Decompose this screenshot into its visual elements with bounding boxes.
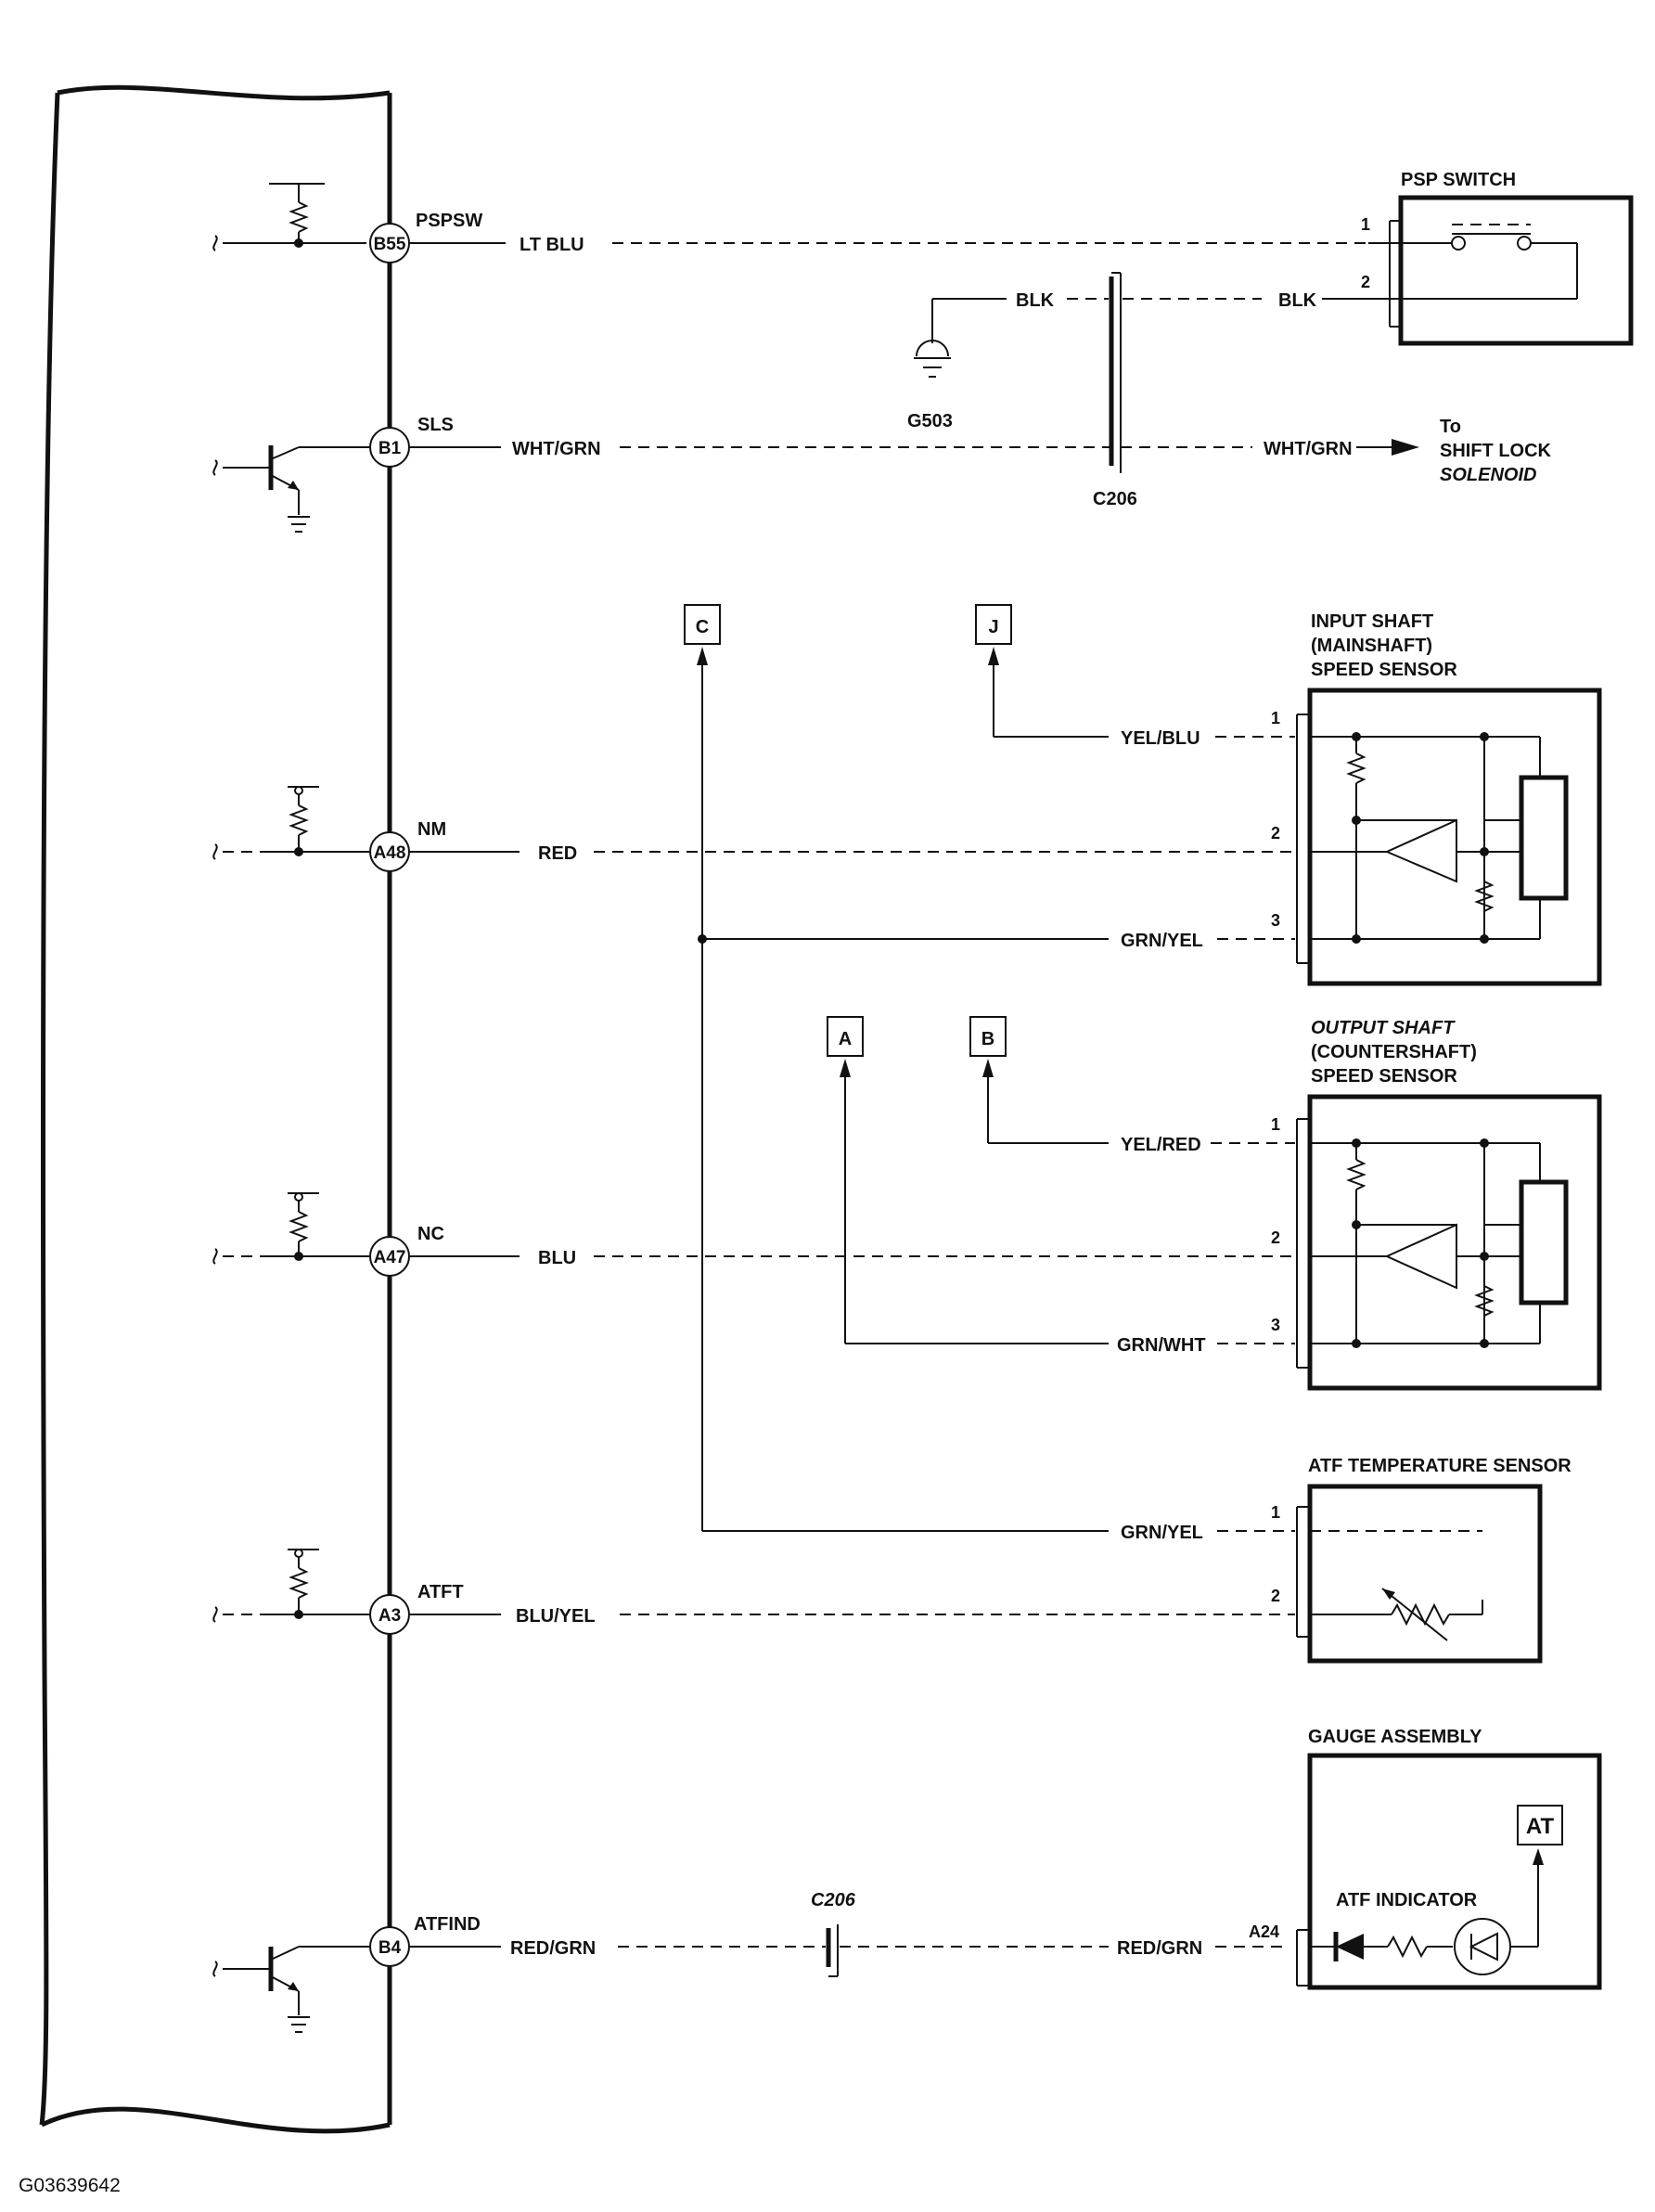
ecm-input-a47: A47 NC [212,1192,444,1277]
wire-red-grn-right: RED/GRN [1117,1938,1202,1959]
figure-id: G03639642 [19,2175,121,2196]
wire-yel-red: YEL/RED [1121,1135,1201,1155]
wire-yel-blu: YEL/BLU [1121,728,1200,749]
terminal-a47-id: A47 [374,1248,406,1267]
ecm-input-b55: B55 PSPSW [212,183,482,264]
gauge-assembly-title: GAUGE ASSEMBLY [1308,1727,1482,1747]
diode-icon [1336,1934,1364,1960]
wire-grn-yel-atf: GRN/YEL [1121,1523,1203,1543]
ecm-module-outline [39,84,392,2134]
terminal-b55-id: B55 [374,235,406,254]
to-shift-lock-line3: SOLENOID [1440,465,1536,485]
atf-temp-title: ATF TEMPERATURE SENSOR [1308,1456,1572,1476]
connector-c206: C206 [1093,272,1137,509]
wire-blk-right: BLK [1278,290,1317,311]
wire-wht-grn-left: WHT/GRN [512,439,601,459]
wire-red-grn-left: RED/GRN [510,1938,596,1959]
output-sensor-title-1: OUTPUT SHAFT [1311,1018,1456,1038]
ecm-input-a3: A3 ATFT [212,1549,464,1635]
output-pin-1: 1 [1271,1115,1280,1134]
ground-label: G503 [907,411,953,431]
signal-atfind: ATFIND [414,1914,481,1935]
psp-pin-1: 1 [1361,215,1370,234]
terminal-a48-id: A48 [374,843,406,863]
connector-c206-label: C206 [1093,489,1137,509]
ref-box-a: A [827,1016,864,1077]
atf-temp-pin-1: 1 [1271,1503,1280,1522]
ecm-output-b4: B4 ATFIND [212,1914,481,2033]
ref-b-label: B [981,1029,994,1049]
output-pin-3: 3 [1271,1316,1280,1334]
wire-blu: BLU [538,1248,576,1268]
ref-box-c: C [684,604,721,665]
ecm-input-a48: A48 NM [212,786,446,872]
ref-box-j: J [975,604,1012,665]
signal-pspsw: PSPSW [416,211,482,231]
wire-grn-wht: GRN/WHT [1117,1335,1206,1356]
signal-nc: NC [417,1224,444,1244]
ecm-output-b1: B1 SLS [212,415,454,533]
terminal-a3-id: A3 [378,1606,401,1626]
ref-box-b: B [969,1016,1007,1077]
ref-j-label: J [988,617,998,637]
psp-switch: PSP SWITCH 1 2 [1361,170,1634,346]
input-sensor-title-2: (MAINSHAFT) [1311,636,1432,656]
wire-blk-left: BLK [1016,290,1055,311]
terminal-b4-id: B4 [378,1938,402,1958]
at-ref-label: AT [1526,1814,1555,1839]
wire-blu-yel: BLU/YEL [516,1606,596,1627]
atf-temperature-sensor: ATF TEMPERATURE SENSOR 1 2 [1271,1456,1572,1664]
at-ref-box [1517,1805,1563,1845]
input-pin-2: 2 [1271,824,1280,842]
signal-nm: NM [417,819,446,840]
input-sensor-title-3: SPEED SENSOR [1311,660,1457,680]
output-sensor-title-3: SPEED SENSOR [1311,1066,1457,1087]
gauge-assembly: GAUGE ASSEMBLY A24 ATF INDICATOR AT [1249,1727,1602,1990]
input-pin-3: 3 [1271,911,1280,930]
output-pin-2: 2 [1271,1228,1280,1247]
atf-indicator-label: ATF INDICATOR [1336,1890,1478,1910]
atf-temp-pin-2: 2 [1271,1587,1280,1605]
input-sensor-title-1: INPUT SHAFT [1311,611,1433,632]
signal-sls: SLS [417,415,454,435]
wire-grn-yel-input: GRN/YEL [1121,931,1203,951]
connector-c206-lower-label: C206 [811,1890,856,1910]
output-shaft-speed-sensor: OUTPUT SHAFT (COUNTERSHAFT) SPEED SENSOR… [1271,1018,1602,1391]
terminal-b1-id: B1 [378,439,402,458]
to-shift-lock-line1: To [1440,417,1461,437]
wire-red: RED [538,843,577,864]
ref-c-label: C [696,617,709,637]
psp-pin-2: 2 [1361,273,1370,291]
wire-lt-blu: LT BLU [520,235,584,255]
psp-switch-title: PSP SWITCH [1401,170,1516,190]
connector-c206-lower: C206 [811,1890,856,1977]
input-shaft-speed-sensor: INPUT SHAFT (MAINSHAFT) SPEED SENSOR 1 2… [1271,611,1602,986]
signal-atft: ATFT [417,1582,464,1602]
ground-g503: G503 [907,298,1007,431]
arrow-to-shift-lock [1392,439,1419,456]
wire-wht-grn-right: WHT/GRN [1264,439,1353,459]
gauge-terminal-a24: A24 [1249,1923,1279,1941]
to-shift-lock-line2: SHIFT LOCK [1440,441,1552,461]
input-pin-1: 1 [1271,709,1280,727]
output-sensor-title-2: (COUNTERSHAFT) [1311,1042,1477,1062]
ref-a-label: A [839,1029,852,1049]
